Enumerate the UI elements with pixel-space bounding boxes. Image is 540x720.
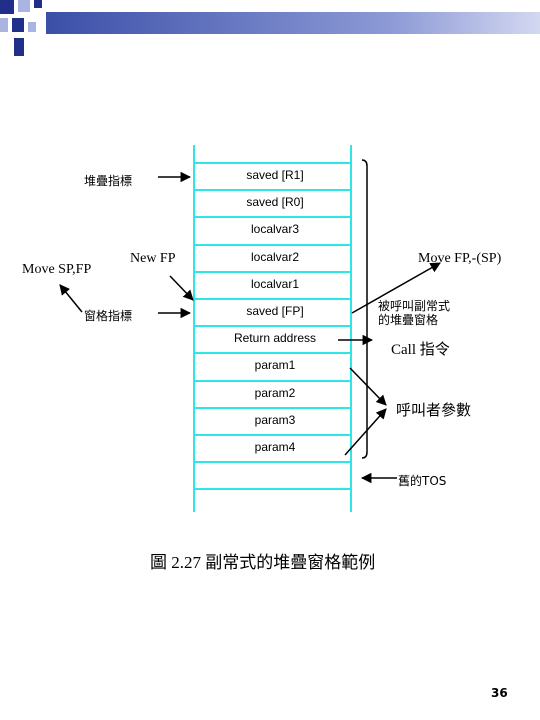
new-fp-label: New FP [130,251,176,266]
param-bottom-arrow [344,408,387,456]
stack-cell: localvar1 [250,277,300,291]
stack-cell: localvar2 [250,250,300,264]
stack-right-border [350,145,352,512]
header-square [0,18,8,32]
move-sp-fp-label: Move SP,FP [22,262,92,277]
stack-divider [193,407,352,409]
stack-pointer-label: 堆疊指標 [84,174,133,188]
frame-pointer-label: 窗格指標 [84,309,133,323]
frame-bracket [361,159,368,459]
header-square [28,22,36,32]
call-instruction-label: Call 指令 [391,342,450,358]
stack-divider [193,380,352,382]
move-sp-fp-arrow [59,284,83,313]
page-number: 36 [491,686,508,700]
stack-divider [193,162,352,164]
new-fp-arrow [169,275,194,301]
stack-divider [193,488,352,490]
move-fp-sp-arrow [351,262,441,314]
stack-divider [193,325,352,327]
move-fp-sp-label: Move FP,-(SP) [418,251,502,266]
header-square [12,18,24,32]
figure-caption: 圖 2.27 副常式的堆疊窗格範例 [150,553,376,572]
header-square [14,38,24,56]
stack-divider [193,216,352,218]
stack-cell: param4 [254,440,296,454]
old-tos-label: 舊的TOS [398,474,447,488]
stack-cell: saved [R1] [246,168,304,182]
stack-cell: saved [R0] [246,195,304,209]
stack-cell: param3 [254,413,296,427]
stack-divider [193,189,352,191]
header-bar [46,12,540,34]
header-square [0,0,14,14]
stack-divider [193,461,352,463]
param-top-arrow [349,367,387,406]
caller-params-label: 呼叫者參數 [396,401,472,419]
stack-cell: saved [FP] [246,304,304,318]
header-square [18,0,30,12]
stack-cell: param2 [254,386,296,400]
callee-frame-label-1: 被呼叫副常式 [378,299,451,313]
stack-left-border [193,145,195,512]
stack-divider [193,434,352,436]
stack-cell: param1 [254,358,296,372]
stack-cell: Return address [233,331,317,345]
stack-divider [193,298,352,300]
stack-divider [193,271,352,273]
header-square [34,0,42,8]
stack-divider [193,244,352,246]
stack-cell: localvar3 [250,222,300,236]
stack-divider [193,352,352,354]
callee-frame-label-2: 的堆疊窗格 [378,313,439,327]
